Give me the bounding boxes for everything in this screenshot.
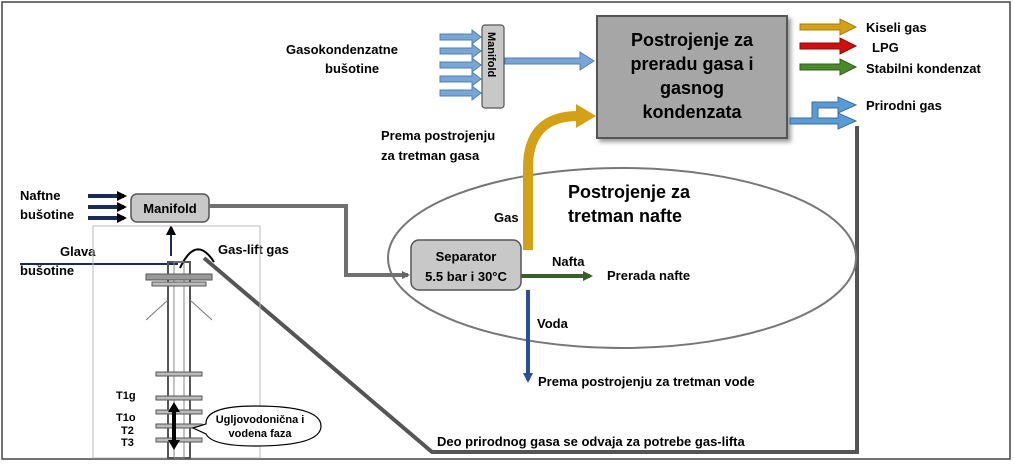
sour-gas-label: Kiseli gas	[866, 20, 927, 35]
oil-treatment-ellipse	[387, 167, 857, 349]
plant-title-4: kondenzata	[642, 102, 742, 122]
gas-riser-arrowhead	[576, 104, 596, 128]
oil-plant-title-1: Postrojenje za	[568, 182, 691, 202]
lpg-label: LPG	[872, 40, 899, 55]
gas-wells-arrows	[439, 28, 482, 102]
separator-box	[410, 239, 522, 291]
plant-title-3: gasnog	[660, 78, 724, 98]
callout-line-2: vodena faza	[229, 428, 293, 440]
natural-gas-label: Prirodni gas	[866, 98, 942, 113]
marker-t2: T2	[121, 425, 134, 437]
lpg-arrow	[799, 37, 858, 55]
manifold-to-separator-pipe	[209, 204, 410, 279]
gas-processing-plant-box	[596, 15, 788, 139]
gas-lift-note: Deo prirodnog gasa se odvaja za potrebe …	[437, 434, 746, 449]
wellhead-label-1: Glava	[60, 244, 96, 259]
gas-wells-label-2: bušotine	[325, 61, 379, 76]
natural-gas-arrow	[789, 96, 858, 130]
plant-title-1: Postrojenje za	[631, 30, 754, 50]
sour-gas-arrow	[799, 18, 858, 36]
gas-lift-curve	[179, 248, 215, 269]
to-gas-treatment-1: Prema postrojenju	[381, 128, 495, 143]
wellhead-label-2: bušotine	[20, 263, 74, 278]
manifold-to-plant-arrow	[504, 51, 595, 71]
separator-label-2: 5.5 bar i 30°C	[425, 269, 507, 284]
oil-wells-arrows	[88, 191, 127, 223]
oil-processing-label: Prerada nafte	[607, 268, 690, 283]
separator-label-1: Separator	[436, 249, 497, 264]
marker-t3: T3	[121, 437, 134, 449]
gas-lift-label: Gas-lift gas	[218, 242, 289, 257]
water-treatment-label: Prema postrojenju za tretman vode	[538, 374, 755, 389]
to-gas-treatment-2: za tretman gasa	[381, 148, 480, 163]
gas-riser-pipe	[523, 111, 579, 250]
oil-wells-label-2: bušotine	[20, 207, 74, 222]
marker-t1o: T1o	[116, 412, 136, 424]
gas-wells-label-1: Gasokondenzatne	[286, 42, 398, 57]
oil-label: Nafta	[552, 254, 585, 269]
gas-label: Gas	[494, 210, 519, 225]
well-schematic	[92, 225, 261, 459]
oil-manifold-label: Manifold	[143, 201, 196, 216]
callout-line-1: Ugljovodonična i	[216, 414, 305, 426]
stable-condensate-label: Stabilni kondenzat	[866, 61, 982, 76]
water-label: Voda	[537, 316, 569, 331]
condensate-arrow	[799, 58, 858, 76]
gas-lift-return-line	[202, 126, 859, 454]
phase-callout-bubble	[191, 405, 322, 447]
oil-plant-title-2: tretman nafte	[568, 206, 682, 226]
gas-manifold-label: Manifold	[485, 32, 497, 77]
marker-t1g: T1g	[116, 390, 136, 402]
gas-manifold-box	[481, 24, 505, 109]
oil-wells-label-1: Naftne	[20, 188, 60, 203]
plant-title-2: preradu gasa i	[630, 54, 753, 74]
